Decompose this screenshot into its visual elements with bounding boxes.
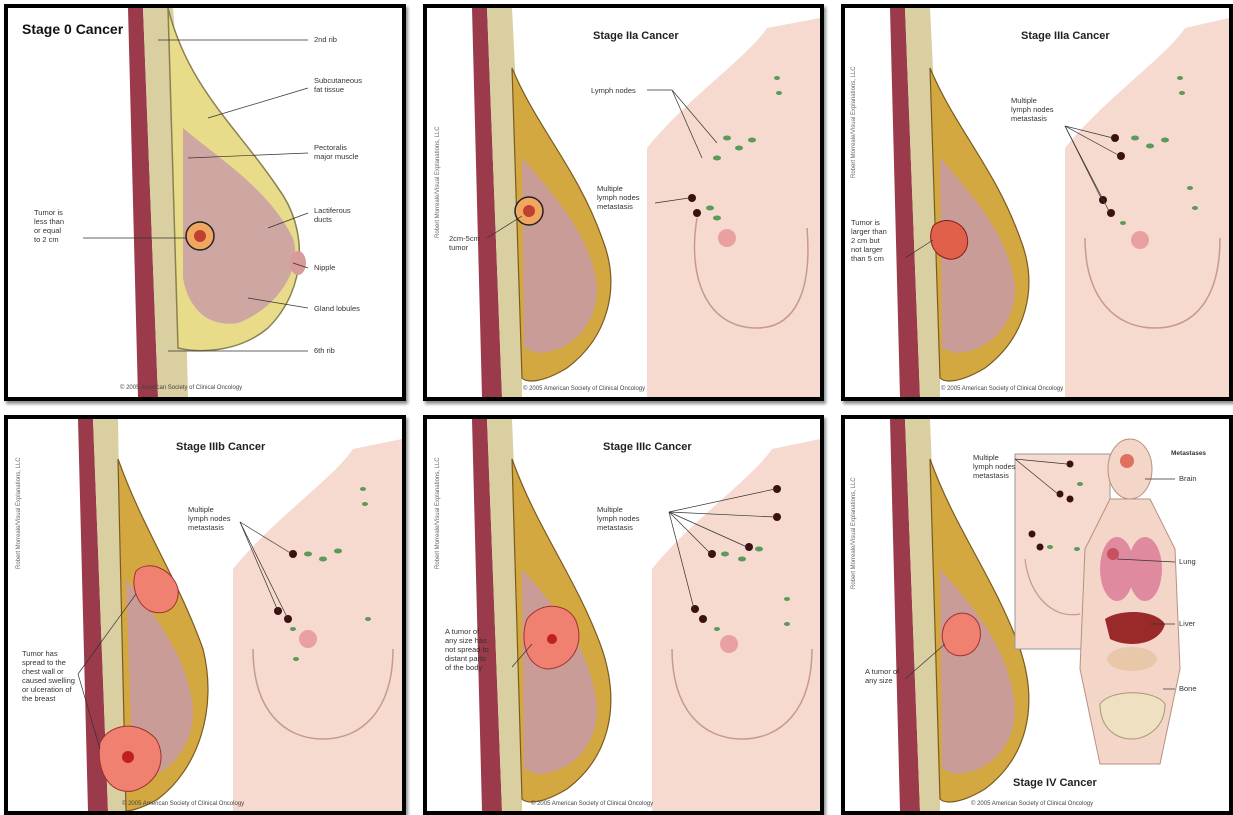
panel-title: Stage IIIc Cancer bbox=[603, 441, 692, 453]
copyright: © 2005 American Society of Clinical Onco… bbox=[122, 801, 244, 807]
label-lymph-metastasis: Multiple lymph nodes metastasis bbox=[597, 505, 640, 532]
label-subcutaneous-fat: Subcutaneous fat tissue bbox=[314, 76, 362, 94]
label-pectoralis-muscle: Pectoralis major muscle bbox=[314, 143, 359, 161]
label-lactiferous-ducts: Lactiferous ducts bbox=[314, 206, 351, 224]
stage-iv-illustration bbox=[845, 419, 1229, 811]
label-nipple: Nipple bbox=[314, 263, 335, 272]
illustrator-credit: Robert Morreale/Visual Explanations, LLC bbox=[435, 457, 441, 569]
label-lymph-metastasis: Multiple lymph nodes metastasis bbox=[188, 505, 231, 532]
copyright: © 2005 American Society of Clinical Onco… bbox=[971, 801, 1093, 807]
illustrator-credit: Robert Morreale/Visual Explanations, LLC bbox=[16, 457, 22, 569]
panel-stage-iiib: Robert Morreale/Visual Explanations, LLC… bbox=[4, 415, 406, 815]
panel-stage-iia: Robert Morreale/Visual Explanations, LLC… bbox=[423, 4, 824, 401]
copyright: © 2005 American Society of Clinical Onco… bbox=[531, 801, 653, 807]
panel-stage-iiia: Robert Morreale/Visual Explanations, LLC… bbox=[841, 4, 1233, 401]
label-lymph-metastasis: Multiple lymph nodes metastasis bbox=[597, 184, 640, 211]
label-2nd-rib: 2nd rib bbox=[314, 35, 337, 44]
label-tumor-spread: Tumor has spread to the chest wall or ca… bbox=[22, 649, 75, 703]
illustrator-credit: Robert Morreale/Visual Explanations, LLC bbox=[851, 477, 857, 589]
panel-stage-0: Stage 0 Cancer 2nd rib Subcutaneous fat … bbox=[4, 4, 406, 401]
label-lymph-metastasis: Multiple lymph nodes metastasis bbox=[1011, 96, 1054, 123]
panel-stage-iv: Robert Morreale/Visual Explanations, LLC… bbox=[841, 415, 1233, 815]
label-tumor-size: A tumor of any size bbox=[865, 667, 899, 685]
label-tumor-size: Tumor is less than or equal to 2 cm bbox=[34, 208, 64, 244]
label-lymph-nodes: Lymph nodes bbox=[591, 86, 636, 95]
panel-title: Stage IV Cancer bbox=[1013, 777, 1097, 789]
panel-stage-iiic: Robert Morreale/Visual Explanations, LLC… bbox=[423, 415, 824, 815]
label-6th-rib: 6th rib bbox=[314, 346, 335, 355]
label-tumor-size: 2cm-5cm tumor bbox=[449, 234, 480, 252]
panel-title: Stage 0 Cancer bbox=[22, 21, 123, 37]
illustrator-credit: Robert Morreale/Visual Explanations, LLC bbox=[851, 66, 857, 178]
label-metastases: Metastases bbox=[1171, 449, 1206, 458]
copyright: © 2005 American Society of Clinical Onco… bbox=[523, 386, 645, 392]
panel-title: Stage IIIb Cancer bbox=[176, 441, 265, 453]
label-liver: Liver bbox=[1179, 619, 1195, 628]
stage-iiia-illustration bbox=[845, 8, 1229, 397]
copyright: © 2005 American Society of Clinical Onco… bbox=[120, 385, 242, 391]
label-lymph-metastasis: Multiple lymph nodes metastasis bbox=[973, 453, 1016, 480]
label-bone: Bone bbox=[1179, 684, 1197, 693]
stage-iiic-illustration bbox=[427, 419, 820, 811]
illustrator-credit: Robert Morreale/Visual Explanations, LLC bbox=[435, 126, 441, 238]
label-lung: Lung bbox=[1179, 557, 1196, 566]
stage-iiib-illustration bbox=[8, 419, 402, 811]
panel-title: Stage IIIa Cancer bbox=[1021, 30, 1110, 42]
label-tumor-not-spread: A tumor of any size has not spread to di… bbox=[445, 627, 489, 672]
label-gland-lobules: Gland lobules bbox=[314, 304, 360, 313]
label-brain: Brain bbox=[1179, 474, 1197, 483]
label-tumor-size: Tumor is larger than 2 cm but not larger… bbox=[851, 218, 887, 263]
copyright: © 2005 American Society of Clinical Onco… bbox=[941, 386, 1063, 392]
panel-title: Stage IIa Cancer bbox=[593, 30, 679, 42]
stage-0-breast-cross-section bbox=[8, 8, 402, 397]
